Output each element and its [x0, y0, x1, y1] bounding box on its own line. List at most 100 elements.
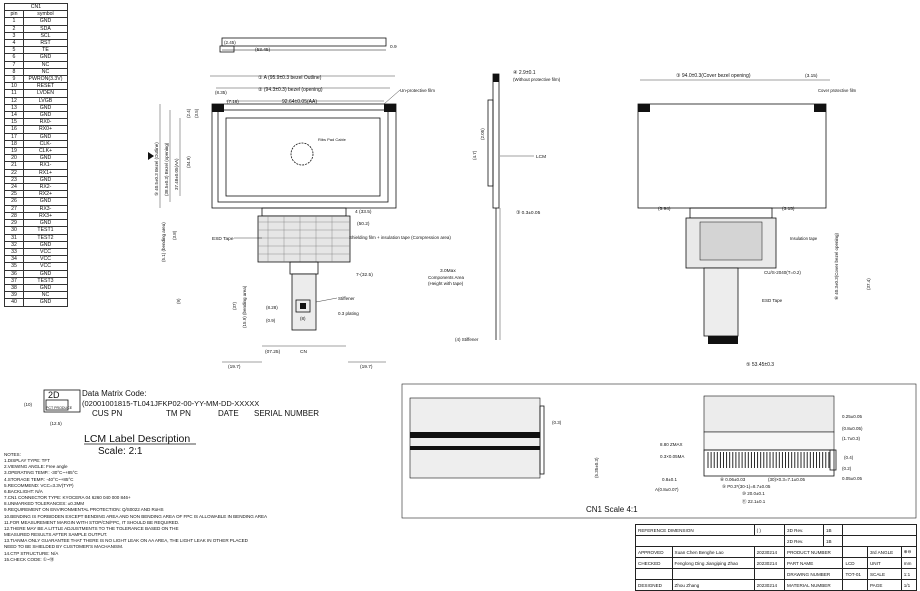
cn-pitch-d: ⑩ 20.0±0.1 — [742, 491, 765, 496]
pin-symbol: RX3- — [23, 204, 68, 213]
cn-label: CN — [300, 349, 307, 355]
note-line: 8.UNMARKED TOLERANCES: ±0.3MM — [4, 501, 85, 507]
dim-fpc-2: (50.2) — [357, 221, 370, 227]
field-serial: SERIAL NUMBER — [254, 409, 319, 418]
pin-symbol: PWRON(3.3V) — [23, 75, 68, 84]
side-lcm-label: LCM — [536, 154, 546, 160]
pin-symbol: RX1- — [23, 161, 68, 170]
page-val: 1/1 — [900, 579, 918, 591]
dim-v-4: (34.9) — [186, 156, 191, 168]
dim-cn-1: (07.25) — [265, 349, 281, 355]
pin-symbol: GND — [23, 283, 68, 293]
dim-v-6: (3.5) — [194, 108, 199, 118]
dm-label: 2D — [48, 390, 60, 400]
dim-pad-mid: (53.45) — [255, 47, 271, 53]
rear-dim-left: (5.94) — [658, 206, 671, 212]
designed-date: 20230214 — [753, 579, 786, 591]
rear-esd-tape: ESD Tape — [762, 298, 783, 303]
drawing-number-val: TOT-01 — [842, 568, 868, 580]
cn-pitch-a: ⑧ 0.06±0.03 — [720, 477, 746, 482]
pin-symbol: RX3+ — [23, 211, 68, 221]
label-scale: Scale: 2:1 — [98, 446, 143, 457]
dm-sub: PCT PRODUCE — [46, 406, 73, 410]
cn-dim-3: 0.25±0.05 — [842, 414, 862, 419]
rear-view: ③ 94.0±0.3(Cover bezel opening) (3.15) C… — [637, 73, 871, 368]
rev-val-2: 1B — [822, 535, 844, 547]
approved-label: APPROVED — [635, 546, 673, 558]
dim-bend2: (3.8) — [172, 230, 177, 240]
pin-symbol: GND — [23, 240, 68, 249]
field-tm-pn: TM PN — [166, 409, 191, 418]
label-description: 2D PCT PRODUCE (10) (12.5) Data Matrix C… — [24, 389, 319, 457]
side-dim-l2: (4.7) — [472, 150, 477, 160]
designed-label: DESIGNED — [635, 579, 673, 591]
note-line: MEASURED RESULTS AFTER SAMPLE OUTPUT. — [4, 532, 108, 538]
cn-detail-title: CN1 Scale 4:1 — [586, 505, 638, 514]
approved-name: Xuan Chen Benghe Lao — [671, 546, 755, 558]
pin-symbol: GND — [23, 298, 68, 307]
note-line: NOTES: — [4, 452, 21, 457]
pin-symbol: GND — [23, 175, 68, 185]
pin-symbol: RX1+ — [23, 168, 68, 177]
pin-symbol: CLK- — [23, 139, 68, 149]
side-dim-comp-2: Components Area — [428, 275, 465, 280]
pin-symbol: GND — [23, 154, 68, 163]
dim-dm-w: (12.5) — [50, 421, 62, 426]
material-label: MATERIAL NUMBER — [784, 579, 844, 591]
dim-front-outline: ① A (95.9±0.3 bezel Outline) — [258, 75, 322, 81]
dim-v-outline: ⑤ 40.5±0.3 Bezel (Outline) — [154, 142, 159, 196]
note-line: 9.REQUIREMENT ON ENVIRONMENTAL PROTECTIO… — [4, 507, 164, 513]
part-name-label: PART NAME — [784, 557, 844, 569]
pin-symbol: NC — [23, 291, 68, 300]
dim-cn-3: (19.7) — [360, 364, 373, 370]
dim-front-opening: ② (94.3±0.3) bezel (opening) — [258, 87, 323, 93]
rev-label-2: 2D Rev. — [784, 535, 824, 547]
ref-paren: ( ) — [753, 524, 786, 536]
note-line: 10.BENDING IS FORBIDDEN EXCEPT BENDING A… — [4, 513, 268, 519]
rev-val-1: 1B — [822, 524, 844, 536]
side-note-top: (Without protective film) — [513, 77, 561, 82]
cn-pitch-e: ⑪ 22.1±0.1 — [742, 498, 766, 505]
pin-symbol: LVGB — [23, 96, 68, 105]
cn-pitch-c: ⑨ P0.3*(30-1)=8.7±0.05 — [722, 484, 771, 489]
side-dim-l1: (2.05) — [480, 128, 485, 140]
dim-pad-top: (2.45) — [224, 40, 236, 45]
dim-v-aa: 37.48±0.05(AA) — [174, 158, 179, 190]
pin-symbol: GND — [23, 17, 68, 26]
code-title: Data Matrix Code: — [82, 389, 146, 398]
pin-symbol: CLK+ — [23, 147, 68, 156]
ref-dim: REFERENCE DIMENSION — [635, 524, 755, 536]
unit-val: mm — [900, 557, 918, 569]
dim-lower-a: (15.9) (bending area) — [242, 285, 247, 328]
rear-film-label: Cover protective film — [818, 88, 857, 93]
cn-dim-8: 0.8±0.1 — [662, 477, 677, 482]
pin-symbol: RST — [23, 39, 68, 48]
designed-name: Zhou Zhang — [671, 579, 755, 591]
label-title: LCM Label Description — [84, 433, 190, 445]
pin-symbol: GND — [23, 111, 68, 120]
esd-tape-label: ESD Tape — [212, 236, 234, 242]
dim-fpc-3: 7-(32.5) — [356, 272, 373, 278]
pin-symbol: VCC — [23, 255, 68, 264]
connector-detail: (0.3) (5.35±0.3) 8.80 ZMAX 0.3×0.05MA A(… — [401, 383, 917, 519]
